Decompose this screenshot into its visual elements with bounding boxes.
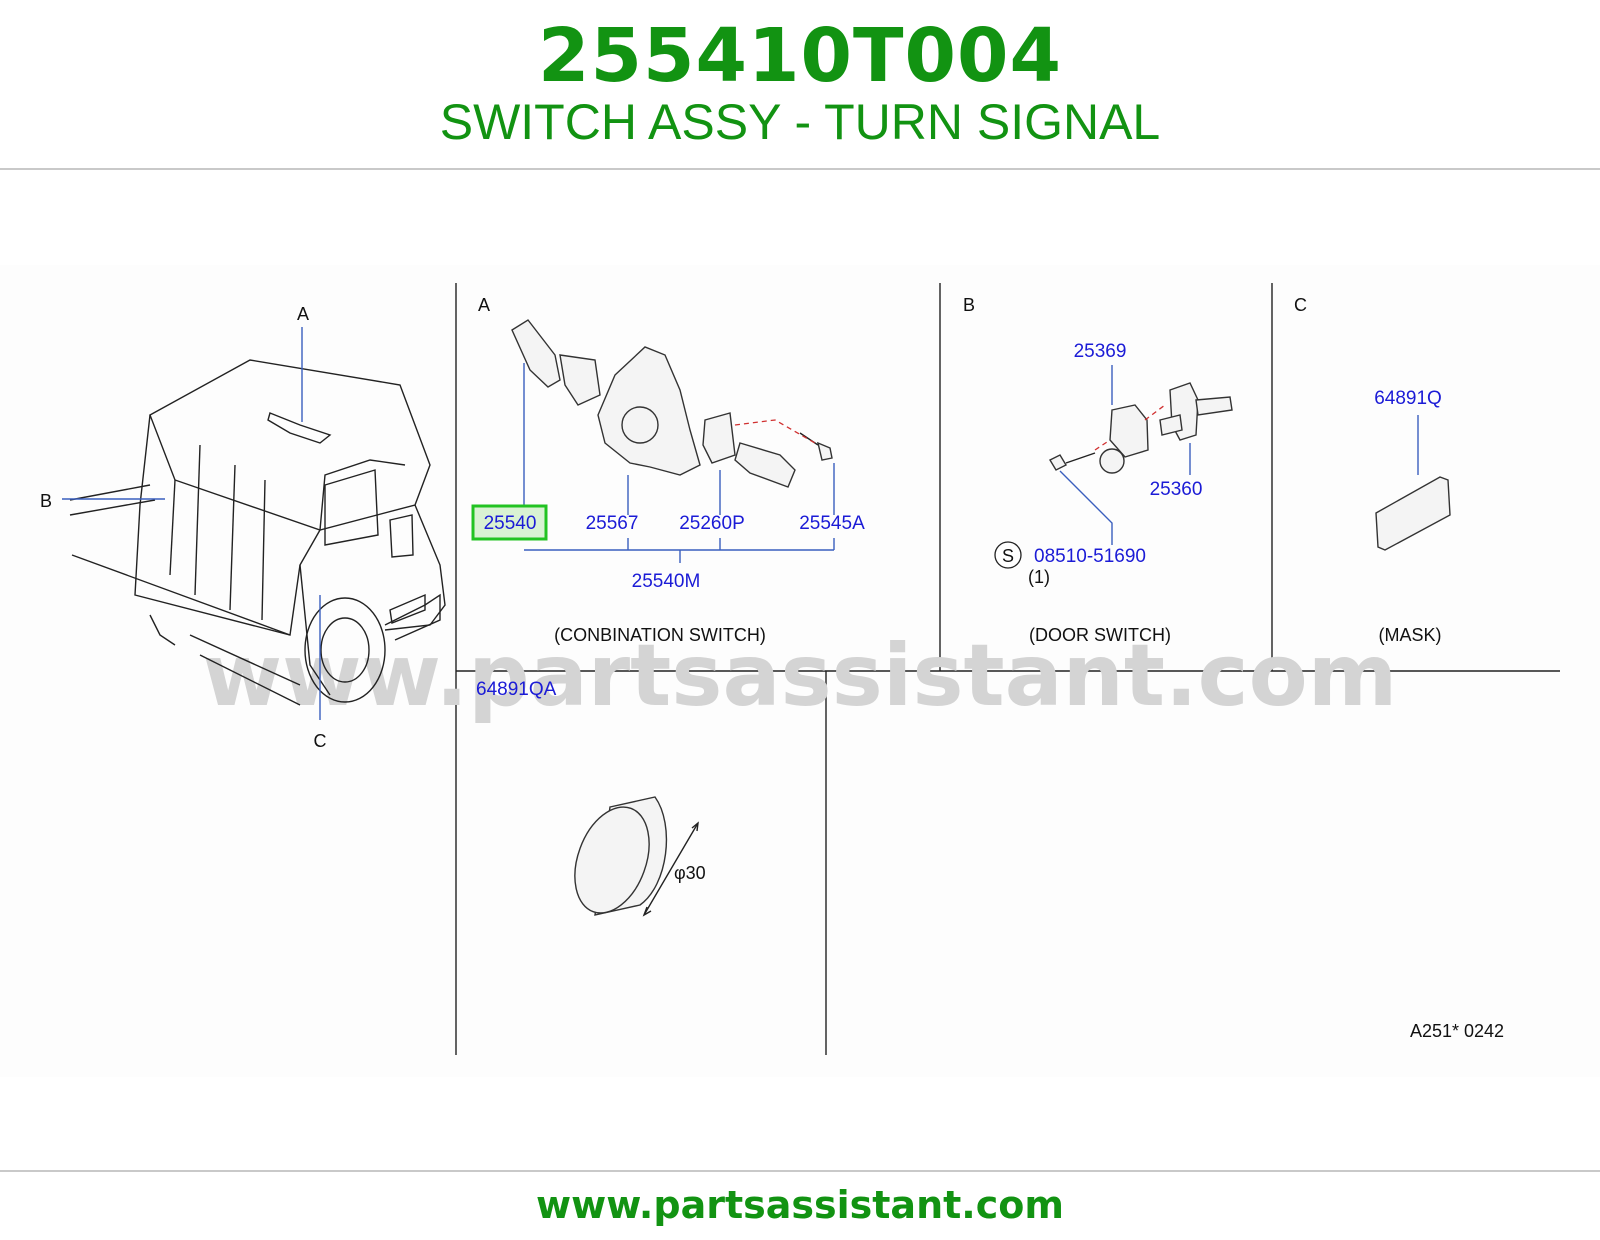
overview-callout-b: B <box>40 491 52 511</box>
part-label-25360[interactable]: 25360 <box>1150 479 1203 500</box>
round-seal-illustration <box>574 796 699 917</box>
parts-diagram: www.partsassistant.com A B C A <box>0 265 1600 1077</box>
overview-callout-c: C <box>314 731 327 751</box>
panel-frames <box>455 283 1560 1055</box>
highlighted-part-box[interactable] <box>471 504 548 541</box>
part-label-25567[interactable]: 25567 <box>586 513 639 534</box>
parts-diagram-svg: www.partsassistant.com A B C A <box>40 283 1560 1055</box>
overview-callout-a: A <box>297 304 309 324</box>
page-header: 255410T004 SWITCH ASSY - TURN SIGNAL <box>0 0 1600 168</box>
watermark: www.partsassistant.com <box>203 626 1398 726</box>
panel-c-caption: (MASK) <box>1379 625 1442 645</box>
footer-website-link[interactable]: www.partsassistant.com <box>536 1183 1064 1227</box>
panel-b-letter: B <box>963 295 975 315</box>
part-number-title: 255410T004 <box>538 13 1062 99</box>
part-name-subtitle: SWITCH ASSY - TURN SIGNAL <box>439 94 1161 150</box>
dimension-label: φ30 <box>674 863 706 883</box>
part-label-64891q[interactable]: 64891Q <box>1374 388 1442 409</box>
panel-c-letter: C <box>1294 295 1307 315</box>
standard-part-badge <box>994 541 1022 569</box>
mask-illustration <box>1375 476 1451 551</box>
part-label-25545a[interactable]: 25545A <box>799 513 865 534</box>
footer-divider <box>0 1170 1600 1172</box>
header-divider <box>0 168 1600 170</box>
vehicle-overview-illustration <box>62 327 446 720</box>
part-label-25369[interactable]: 25369 <box>1074 341 1127 362</box>
part-label-08510-51690[interactable]: 08510-51690 <box>1034 546 1146 567</box>
door-switch-illustration <box>1049 382 1233 474</box>
panel-a-letter: A <box>478 295 490 315</box>
standard-part-mark: S <box>1002 546 1014 566</box>
combination-switch-illustration <box>511 319 833 488</box>
panel-b-caption: (DOOR SWITCH) <box>1029 625 1171 645</box>
part-label-64891qa[interactable]: 64891QA <box>476 679 557 700</box>
part-quantity: (1) <box>1028 567 1050 587</box>
part-label-25540[interactable]: 25540 <box>484 513 537 534</box>
panel-a-caption: (CONBINATION SWITCH) <box>554 625 766 645</box>
part-label-25540m[interactable]: 25540M <box>632 571 701 592</box>
drawing-code: A251* 0242 <box>1410 1021 1504 1041</box>
part-label-25260p[interactable]: 25260P <box>679 513 745 534</box>
